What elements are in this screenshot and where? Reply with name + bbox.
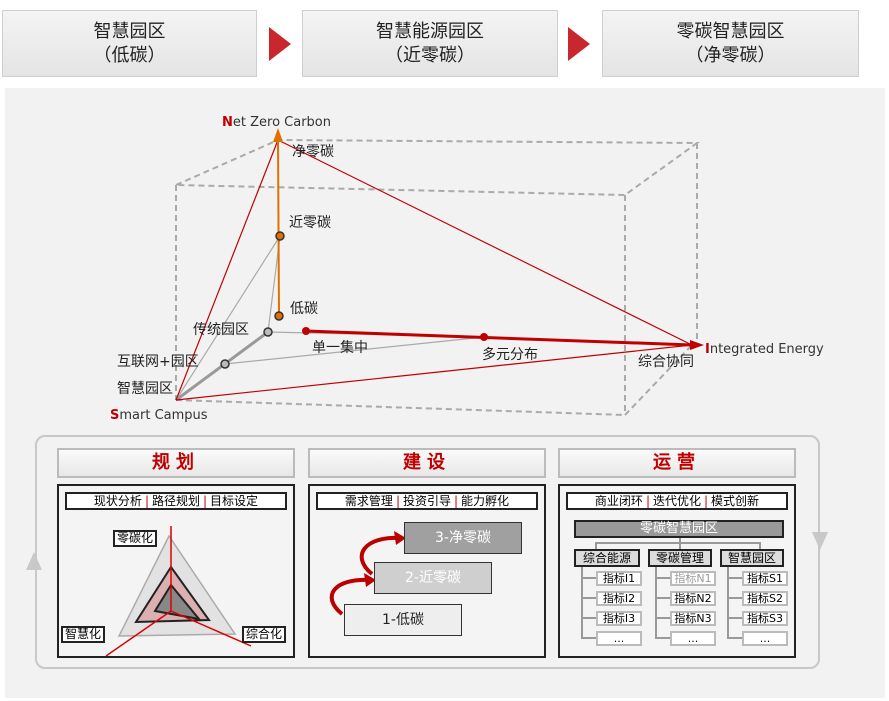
arrow-right-icon [568,27,590,61]
label-smart-campus: 智慧园区 [117,381,173,397]
tag: 投资引导 [402,494,451,508]
stage-smart-energy-campus: 智慧能源园区 （近零碳） [302,10,558,77]
indicator: 指标S2 [742,591,788,606]
label-integrated-synergy: 综合协同 [638,354,694,370]
tag-bar: 现状分析|路径规划|目标设定 [65,492,287,510]
panel-construction: 建设 需求管理|投资引导|能力孵化 3-净零碳 2-近零碳 1-低碳 [308,448,546,658]
tag: 需求管理 [344,494,393,508]
dashed-box [175,138,701,416]
radar-chart [105,526,252,656]
axis-label-net-zero: Net Zero Carbon [222,115,331,130]
axis-text: ntegrated Energy [709,342,824,357]
panel-planning: 规划 现状分析|路径规划|目标设定 零碳化 智慧化 综合化 [57,448,295,658]
tag: 迭代优化 [652,494,701,508]
tag: 模式创新 [711,494,760,508]
panel-title: 规划 [57,448,295,478]
axis-label-integrated-energy: Integrated Energy [705,342,824,357]
panel-body: 商业闭环|迭代优化|模式创新 零碳智慧园区 综合能源 零碳管理 智慧园区 指标I… [558,484,796,658]
tree-lines [581,538,761,639]
indicator: 指标S3 [742,611,788,626]
indicator: ... [596,631,642,646]
indicator: ... [742,631,788,646]
label-multi-distributed: 多元分布 [482,347,538,363]
stage-smart-campus: 智慧园区 （低碳） [2,10,257,77]
stage-subtitle: （近零碳） [385,45,475,66]
3d-evolution-diagram [175,128,704,416]
panel-body: 现状分析|路径规划|目标设定 零碳化 智慧化 综合化 [57,484,295,658]
indicator: 指标S1 [742,571,788,586]
stage-subtitle: （净零碳） [685,45,776,66]
panel-title: 建设 [308,448,546,478]
label-internet-campus: 互联网+园区 [117,354,199,370]
indicator: 指标N2 [670,591,716,606]
tag: 商业闭环 [594,494,643,508]
indicator: 指标N3 [670,611,716,626]
axis-initial: S [110,408,120,423]
radar-label-zero-carbon: 零碳化 [113,530,158,547]
tag: 路径规划 [151,494,200,508]
label-near-zero: 近零碳 [289,215,331,231]
indicator: 指标I3 [596,611,642,626]
curved-arrows [329,531,406,616]
label-single-centralized: 单一集中 [312,340,368,356]
group-smart-campus: 智慧园区 [720,549,784,567]
stage-title: 智慧园区 [93,21,166,42]
arrow-right-icon [269,27,291,61]
axis-label-smart-campus: Smart Campus [110,408,208,423]
axis-initial: N [222,115,233,130]
arrow-up-icon [26,552,42,570]
panel-title: 运营 [558,448,796,478]
panel-operation: 运营 商业闭环|迭代优化|模式创新 零碳智慧园区 综合能源 零碳管理 智慧园区 … [558,448,796,658]
label-low-carbon: 低碳 [290,301,318,317]
tag-bar: 商业闭环|迭代优化|模式创新 [566,492,788,510]
tag: 现状分析 [93,494,142,508]
radar-label-integrated: 综合化 [242,626,287,643]
tag: 目标设定 [210,494,259,508]
stage-subtitle: （低碳） [93,45,166,66]
root-node: 零碳智慧园区 [574,520,784,538]
tag: 能力孵化 [461,494,510,508]
label-traditional-campus: 传统园区 [193,322,249,338]
indicator: 指标I2 [596,591,642,606]
step-low-carbon: 1-低碳 [344,604,462,636]
stage-title: 零碳智慧园区 [676,21,785,42]
group-integrated-energy: 综合能源 [574,549,640,567]
cycle-frame [35,435,820,669]
indicator: 指标I1 [596,571,642,586]
stage-zero-carbon-campus: 零碳智慧园区 （净零碳） [602,10,859,77]
step-net-zero: 3-净零碳 [404,522,522,554]
step-near-zero: 2-近零碳 [374,562,492,594]
group-zero-carbon-mgmt: 零碳管理 [648,549,712,567]
arrow-down-icon [812,532,828,550]
indicator: ... [670,631,716,646]
indicator: 指标N1 [670,571,716,586]
panel-body: 需求管理|投资引导|能力孵化 3-净零碳 2-近零碳 1-低碳 [308,484,546,658]
radar-label-smart: 智慧化 [61,626,106,643]
stage-title: 智慧能源园区 [376,21,484,42]
tag-bar: 需求管理|投资引导|能力孵化 [316,492,538,510]
axis-text: mart Campus [119,408,208,423]
label-net-zero: 净零碳 [292,144,334,160]
axis-initial: I [705,342,710,357]
axis-text: et Zero Carbon [232,115,331,130]
